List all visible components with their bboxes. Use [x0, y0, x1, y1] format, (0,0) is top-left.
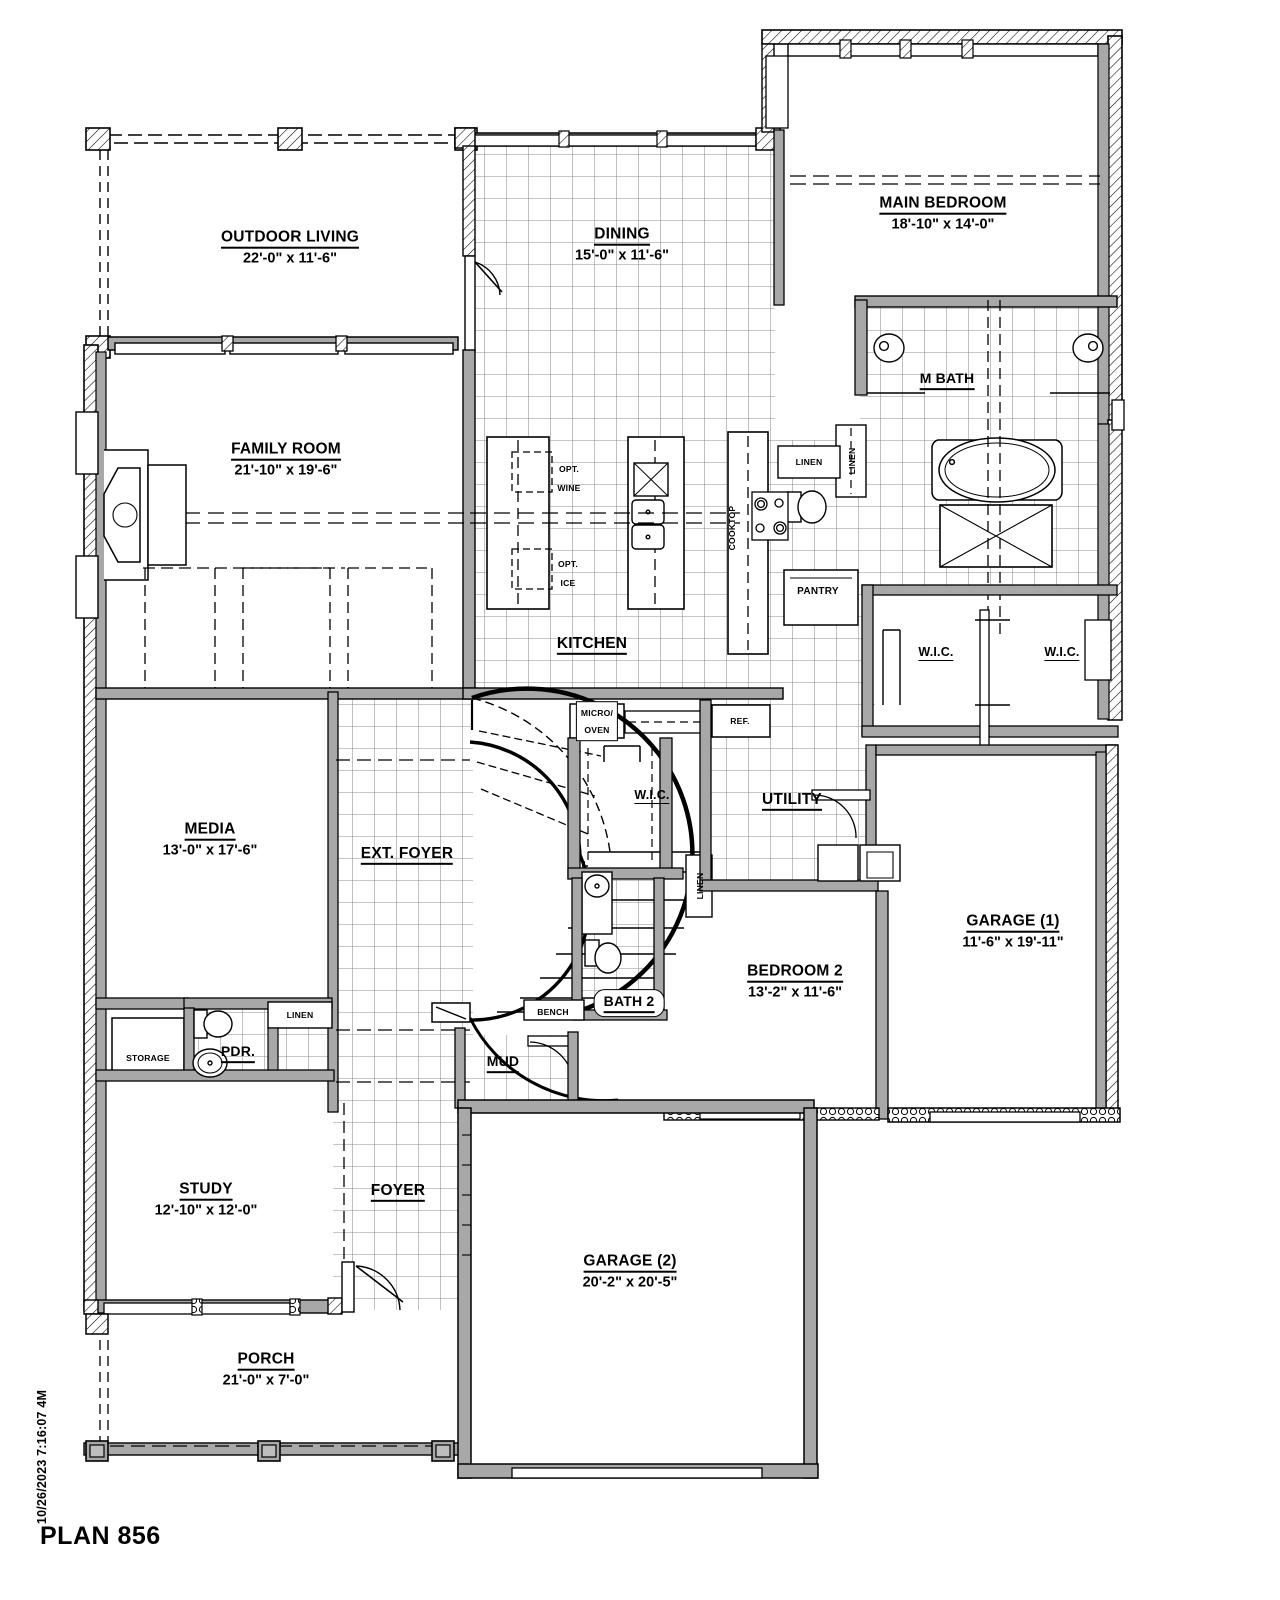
room-label-m-bath: M BATH [919, 370, 975, 390]
room-dimensions-porch: 21'-0" x 7'-0" [222, 1373, 310, 1390]
appliance-name-opt-wine-line2: WINE [557, 483, 581, 493]
appliance-name-micro-oven-line1: MICRO/ [580, 708, 614, 719]
appliance-name-opt-ice-line2: ICE [560, 578, 576, 588]
appliance-label-refrigerator: REF. [730, 711, 749, 729]
closet-label-storage: STORAGE [126, 1048, 170, 1066]
room-name-m-bath: M BATH [919, 370, 975, 390]
room-label-ext-foyer: EXT. FOYER [360, 845, 454, 866]
closet-label-linen-bath-v: LINEN [842, 448, 860, 475]
room-label-foyer: FOYER [370, 1182, 426, 1203]
room-name-bedroom-2: BEDROOM 2 [747, 963, 843, 984]
closet-name-wic-main-right: W.I.C. [1044, 645, 1080, 661]
appliance-label-opt-ice: OPT. ICE [558, 554, 578, 592]
room-label-main-bedroom: MAIN BEDROOM 18'-10" x 14'-0" [879, 195, 1007, 234]
closet-label-pantry: PANTRY [797, 581, 839, 599]
room-name-dining: DINING [594, 226, 650, 247]
room-name-family-room: FAMILY ROOM [231, 441, 341, 462]
closet-label-linen-pdr: LINEN [287, 1005, 314, 1023]
room-label-dining: DINING 15'-0" x 11'-6" [575, 226, 669, 265]
room-label-bath-2: BATH 2 [593, 989, 665, 1017]
room-dimensions-family-room: 21'-10" x 19'-6" [234, 463, 338, 480]
closet-label-linen-utility: LINEN [690, 873, 708, 900]
room-label-kitchen: KITCHEN [556, 635, 628, 656]
room-label-study: STUDY 12'-10" x 12'-0" [155, 1181, 258, 1220]
closet-label-wic-bedroom2: W.I.C. [634, 786, 670, 804]
closet-name-linen-utility: LINEN [695, 872, 706, 900]
room-label-bedroom-2: BEDROOM 2 13'-2" x 11'-6" [747, 963, 843, 1002]
closet-name-linen-pdr: LINEN [286, 1010, 314, 1021]
room-name-pdr: PDR. [220, 1043, 256, 1063]
room-name-media: MEDIA [184, 821, 236, 842]
room-name-garage-1: GARAGE (1) [966, 913, 1060, 934]
wall-lines [75, 29, 1125, 1479]
appliance-name-bench: BENCH [537, 1007, 569, 1018]
room-label-family-room: FAMILY ROOM 21'-10" x 19'-6" [231, 441, 341, 480]
room-name-kitchen: KITCHEN [556, 635, 628, 656]
room-dimensions-outdoor-living: 22'-0" x 11'-6" [242, 251, 337, 268]
closet-label-wic-main-right: W.I.C. [1044, 643, 1080, 661]
room-dimensions-bedroom-2: 13'-2" x 11'-6" [747, 985, 843, 1002]
room-name-porch: PORCH [237, 1351, 295, 1372]
room-name-utility: UTILITY [762, 791, 822, 812]
appliance-label-cooktop: COOKTOP [722, 506, 740, 551]
room-dimensions-dining: 15'-0" x 11'-6" [574, 248, 670, 265]
appliance-name-micro-oven-line2: OVEN [584, 725, 610, 735]
room-name-garage-2: GARAGE (2) [583, 1253, 677, 1274]
room-label-garage-1: GARAGE (1) 11'-6" x 19'-11" [962, 913, 1063, 952]
page-title: PLAN 856 [40, 1522, 161, 1550]
room-label-garage-2: GARAGE (2) 20'-2" x 20'-5" [583, 1253, 678, 1292]
room-name-outdoor-living: OUTDOOR LIVING [221, 229, 359, 250]
appliance-name-opt-wine-line1: OPT. [559, 464, 579, 475]
closet-name-storage: STORAGE [126, 1053, 170, 1064]
closet-name-pantry: PANTRY [797, 586, 839, 598]
room-label-mud: MUD [486, 1053, 520, 1073]
appliance-name-refrigerator: REF. [730, 716, 750, 727]
room-label-media: MEDIA 13'-0" x 17'-6" [163, 821, 258, 860]
appliance-name-opt-ice-line1: OPT. [558, 559, 578, 570]
appliance-label-opt-wine: OPT. WINE [557, 459, 580, 497]
closet-name-wic-main-left: W.I.C. [918, 645, 954, 661]
room-label-utility: UTILITY [762, 791, 822, 812]
datestamp: 10/26/2023 7:16:07 4M [35, 1389, 49, 1525]
room-name-bath-2: BATH 2 [603, 993, 655, 1013]
room-dimensions-main-bedroom: 18'-10" x 14'-0" [891, 217, 995, 234]
room-name-mud: MUD [486, 1053, 520, 1073]
closet-name-wic-bedroom2: W.I.C. [634, 788, 670, 804]
room-name-main-bedroom: MAIN BEDROOM [879, 195, 1007, 216]
room-name-foyer: FOYER [370, 1182, 426, 1203]
appliance-label-micro-oven: MICRO/ OVEN [575, 701, 619, 741]
closet-label-wic-main-left: W.I.C. [918, 643, 954, 661]
room-name-study: STUDY [179, 1181, 233, 1202]
closet-name-linen-bath-v: LINEN [847, 447, 858, 475]
room-dimensions-study: 12'-10" x 12'-0" [154, 1203, 258, 1220]
room-dimensions-media: 13'-0" x 17'-6" [162, 843, 258, 860]
room-dimensions-garage-1: 11'-6" x 19'-11" [962, 935, 1064, 952]
appliance-name-cooktop: COOKTOP [727, 505, 738, 551]
room-label-outdoor-living: OUTDOOR LIVING 22'-0" x 11'-6" [221, 229, 359, 268]
closet-name-linen-bath-h: LINEN [795, 457, 823, 468]
room-name-ext-foyer: EXT. FOYER [360, 845, 454, 866]
room-dimensions-garage-2: 20'-2" x 20'-5" [582, 1275, 678, 1292]
closet-label-linen-bath-h: LINEN [796, 452, 823, 470]
room-label-porch: PORCH 21'-0" x 7'-0" [223, 1351, 310, 1390]
appliance-label-bench: BENCH [537, 1002, 569, 1020]
room-label-pdr: PDR. [220, 1043, 256, 1063]
